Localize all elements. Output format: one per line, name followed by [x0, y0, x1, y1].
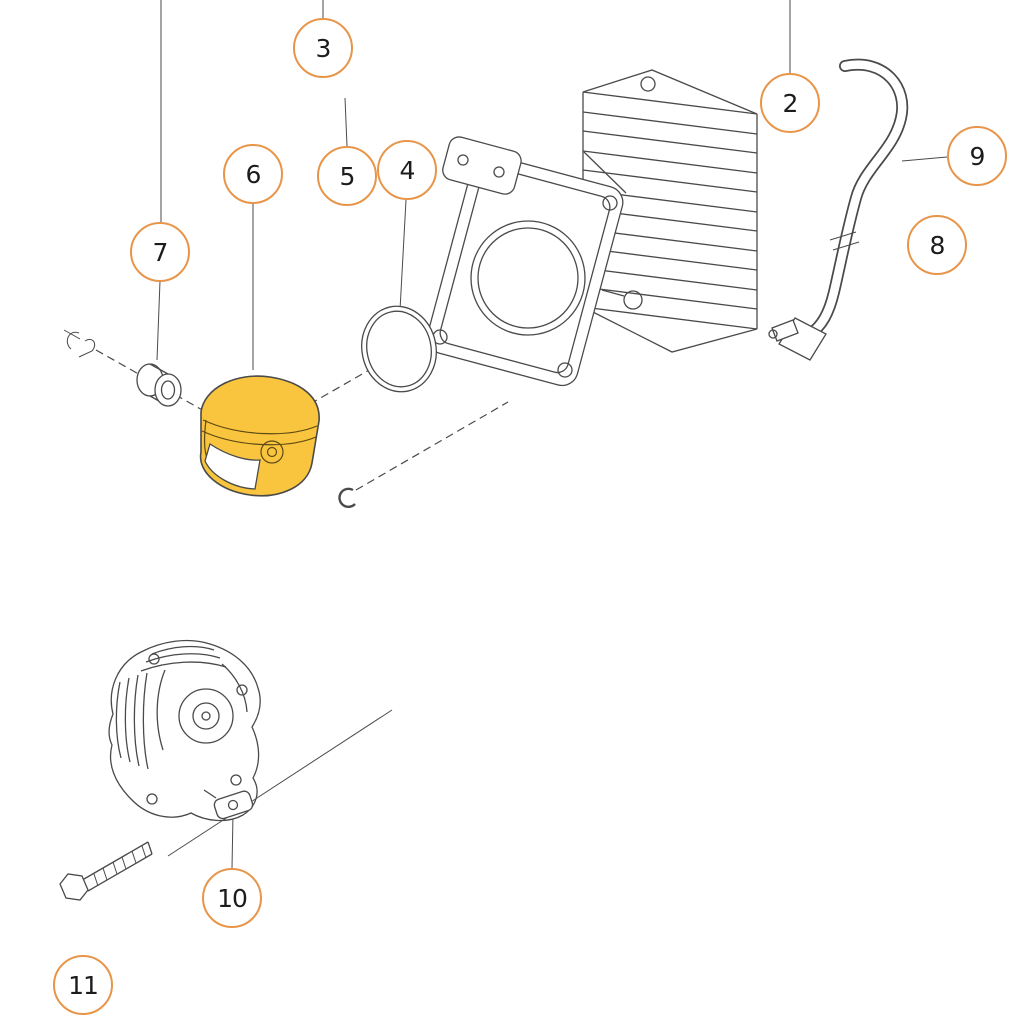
callout-label: 7: [152, 237, 169, 267]
callout-8: 8: [907, 215, 967, 275]
leader-lines: [156, 0, 948, 869]
circlip: [338, 487, 356, 508]
callout-label: 5: [339, 161, 356, 191]
callout-label: 9: [969, 141, 986, 171]
callout-5: 5: [317, 146, 377, 206]
crankcase: [108, 639, 261, 822]
callout-label: 2: [782, 88, 799, 118]
callout-label: 11: [68, 970, 99, 1000]
callout-9: 9: [947, 126, 1007, 186]
hose-clamp: [829, 231, 860, 251]
callout-2: 2: [760, 73, 820, 133]
callout-10: 10: [202, 868, 262, 928]
fuel-hose: [804, 58, 909, 340]
needle-bearing: [136, 363, 182, 407]
callout-3: 3: [293, 18, 353, 78]
callout-label: 6: [245, 159, 262, 189]
cylinder-gasket: [361, 305, 437, 393]
elbow-connector: [768, 317, 827, 361]
retaining-clip: [63, 329, 96, 358]
piston-highlighted: [199, 375, 320, 497]
callout-11: 11: [53, 955, 113, 1015]
clamp-plate: [203, 789, 254, 820]
callout-7: 7: [130, 222, 190, 282]
callout-label: 10: [217, 883, 248, 913]
cylinder-mount-flange: [426, 136, 643, 387]
screw-axis-line: [167, 709, 393, 857]
callout-label: 4: [399, 155, 416, 185]
callout-label: 8: [929, 230, 946, 260]
collar-screw: [59, 841, 153, 901]
callout-label: 3: [315, 33, 332, 63]
callout-6: 6: [223, 144, 283, 204]
callout-4: 4: [377, 140, 437, 200]
